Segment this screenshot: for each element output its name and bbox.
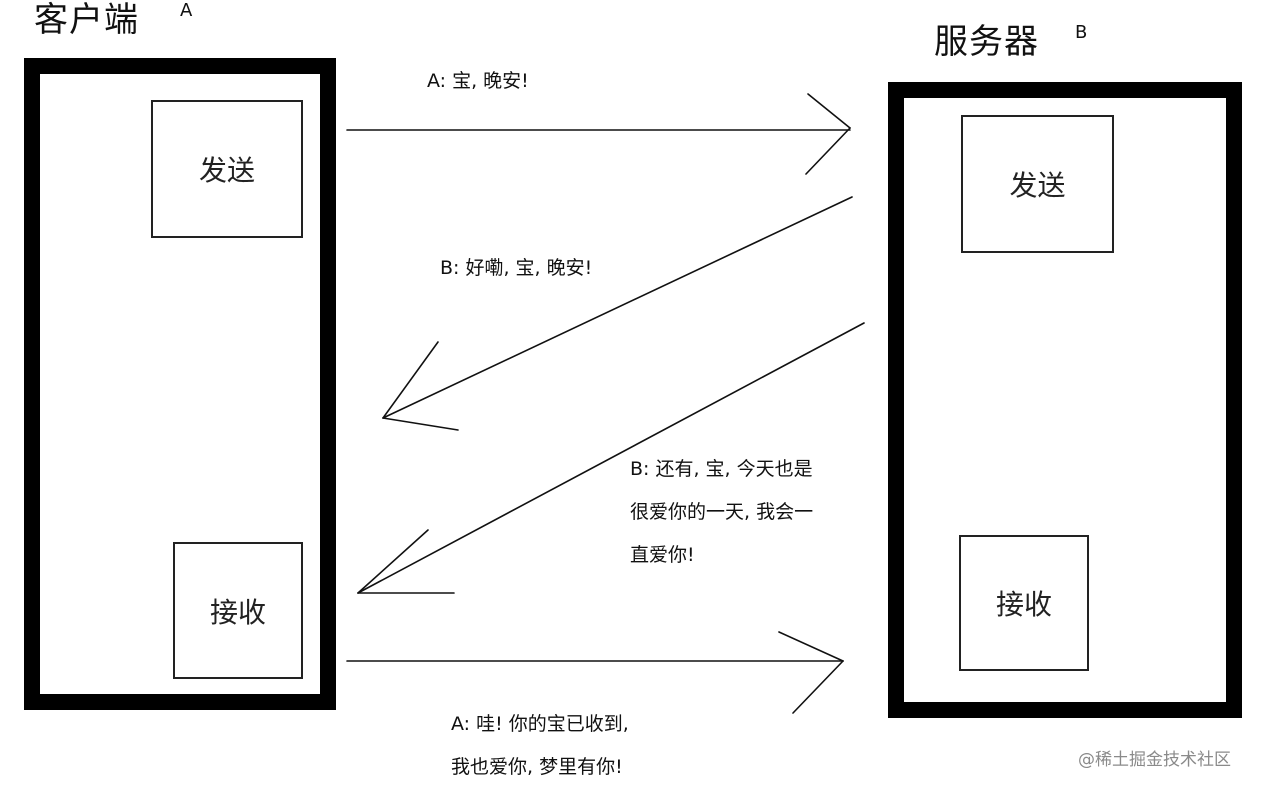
message-4-line: A: 哇! 你的宝已收到, [451, 713, 629, 735]
server-title: 服务器 [934, 22, 1039, 62]
client-send-box: 发送 [151, 100, 303, 238]
client-receive-label: 接收 [209, 595, 266, 629]
message-4: A: 哇! 你的宝已收到, 我也爱你, 梦里有你! [451, 703, 629, 789]
message-3-line: 直爱你! [630, 544, 695, 566]
client-send-label: 发送 [198, 154, 255, 187]
arrow-response-1 [382, 196, 853, 431]
message-2: B: 好嘞, 宝, 晚安! [440, 257, 593, 279]
message-3-line: 很爱你的一天, 我会一 [630, 501, 814, 523]
message-3: B: 还有, 宝, 今天也是 很爱你的一天, 我会一 直爱你! [630, 448, 813, 577]
server-send-label: 发送 [1009, 169, 1066, 202]
server-tag: B [1075, 22, 1088, 43]
watermark: @稀土掘金技术社区 [1078, 750, 1231, 770]
message-4-line: 我也爱你, 梦里有你! [451, 756, 623, 778]
client-title: 客户端 [34, 0, 139, 40]
client-receive-box: 接收 [173, 542, 303, 679]
server-send-box: 发送 [961, 115, 1114, 253]
arrow-request-1 [346, 93, 851, 175]
message-1: A: 宝, 晚安! [427, 70, 529, 92]
client-tag: A [180, 0, 193, 21]
server-receive-label: 接收 [995, 588, 1052, 621]
server-receive-box: 接收 [959, 535, 1089, 671]
arrow-request-2 [346, 631, 844, 714]
message-3-line: B: 还有, 宝, 今天也是 [630, 458, 813, 480]
